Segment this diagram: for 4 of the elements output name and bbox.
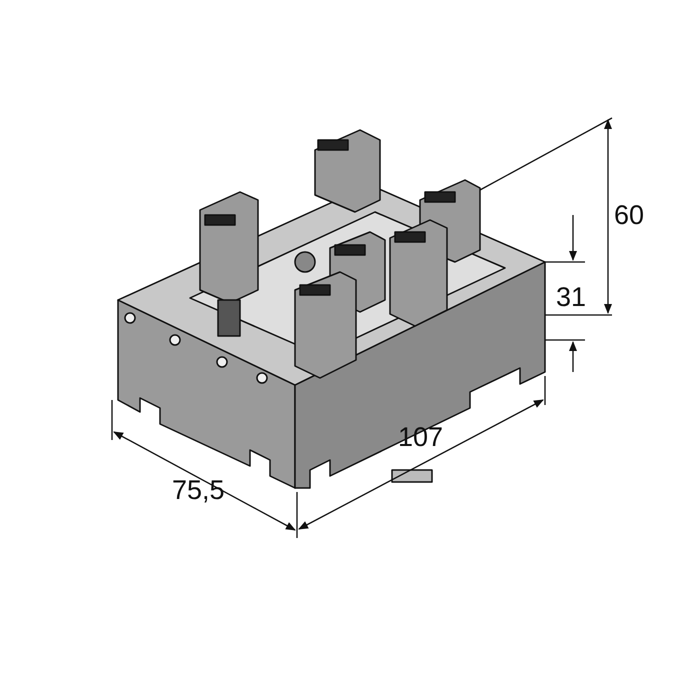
dimension-label: 75,5: [172, 475, 225, 506]
dimension-label: 107: [398, 422, 444, 453]
dimension-label: 60: [614, 200, 644, 231]
dimension-label: 31: [556, 282, 586, 313]
